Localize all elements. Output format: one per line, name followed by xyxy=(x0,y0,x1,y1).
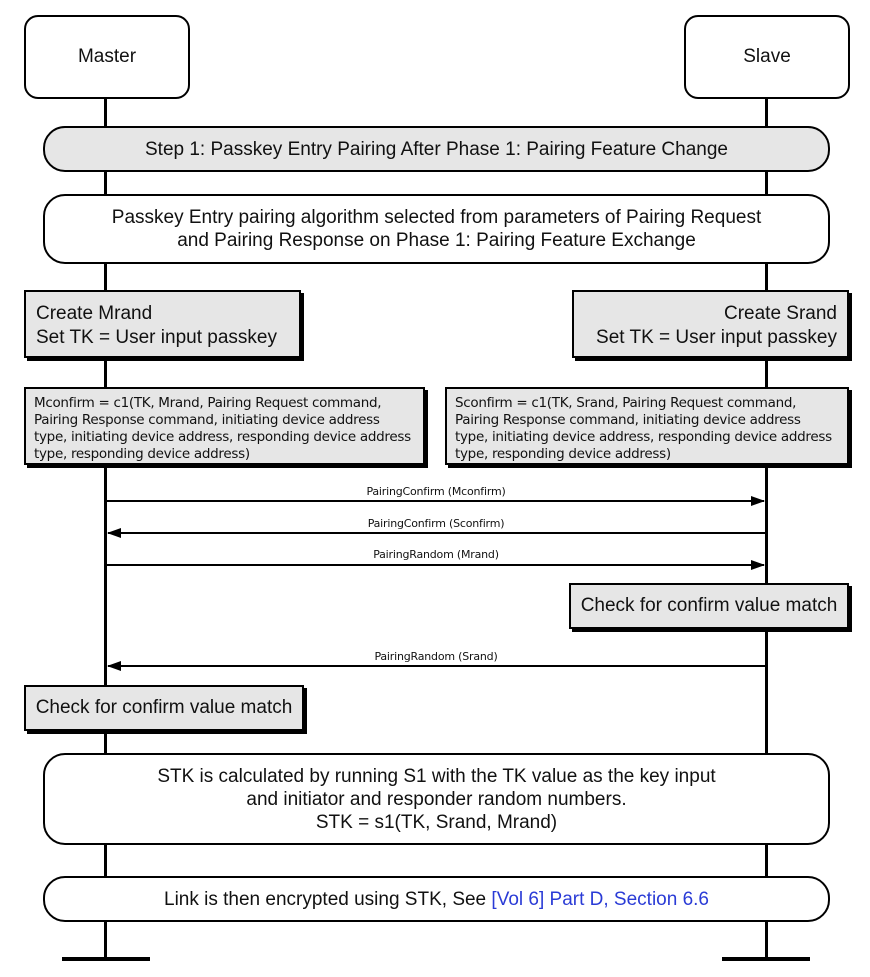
mconfirm-line3: type, initiating device address, respond… xyxy=(34,429,411,445)
step-band: Step 1: Passkey Entry Pairing After Phas… xyxy=(43,126,830,172)
sconfirm-box: Sconfirm = c1(TK, Srand, Pairing Request… xyxy=(445,387,849,465)
master-actor-box: Master xyxy=(24,15,190,99)
master-actor-label: Master xyxy=(77,46,137,67)
slave-actor-box: Slave xyxy=(684,15,850,99)
slave-check-text: Check for confirm value match xyxy=(580,595,838,616)
master-create-line2: Set TK = User input passkey xyxy=(36,327,277,348)
slave-create-line2: Set TK = User input passkey xyxy=(596,327,837,348)
link-band-text: Link is then encrypted using STK, See xyxy=(164,888,492,910)
message-label-mrand: PairingRandom (Mrand) xyxy=(373,548,499,561)
slave-lifeline-end xyxy=(722,957,810,961)
slave-create-line1: Create Srand xyxy=(723,303,837,324)
mconfirm-line2: Pairing Response command, initiating dev… xyxy=(34,412,380,428)
master-create-box: Create Mrand Set TK = User input passkey xyxy=(24,290,301,358)
slave-actor-label: Slave xyxy=(743,46,791,67)
sconfirm-line1: Sconfirm = c1(TK, Srand, Pairing Request… xyxy=(455,395,797,411)
sconfirm-line3: type, initiating device address, respond… xyxy=(455,429,832,445)
mconfirm-box: Mconfirm = c1(TK, Mrand, Pairing Request… xyxy=(24,387,425,465)
mconfirm-line4: type, responding device address) xyxy=(34,446,250,462)
stk-band-line3: STK = s1(TK, Srand, Mrand) xyxy=(315,811,558,833)
stk-band-line2: and initiator and responder random numbe… xyxy=(246,788,627,810)
link-band: Link is then encrypted using STK, See [V… xyxy=(43,876,830,922)
algorithm-band-line1: Passkey Entry pairing algorithm selected… xyxy=(111,207,762,228)
master-create-line1: Create Mrand xyxy=(36,303,153,324)
sconfirm-line4: type, responding device address) xyxy=(455,446,671,462)
algorithm-band: Passkey Entry pairing algorithm selected… xyxy=(43,194,830,264)
master-check-text: Check for confirm value match xyxy=(35,697,293,718)
algorithm-band-line2: and Pairing Response on Phase 1: Pairing… xyxy=(177,230,696,251)
mconfirm-line1: Mconfirm = c1(TK, Mrand, Pairing Request… xyxy=(34,395,382,411)
sconfirm-line2: Pairing Response command, initiating dev… xyxy=(455,412,801,428)
message-label-sconfirm: PairingConfirm (Sconfirm) xyxy=(367,517,505,530)
master-check-box: Check for confirm value match xyxy=(24,685,304,731)
slave-check-box: Check for confirm value match xyxy=(569,583,849,629)
master-lifeline xyxy=(104,98,107,958)
stk-band-line1: STK is calculated by running S1 with the… xyxy=(157,765,716,787)
slave-lifeline xyxy=(765,98,768,958)
slave-create-box: Create Srand Set TK = User input passkey xyxy=(572,290,849,358)
message-label-srand: PairingRandom (Srand) xyxy=(374,650,498,663)
step-band-text: Step 1: Passkey Entry Pairing After Phas… xyxy=(145,138,728,160)
spec-reference-link[interactable]: [Vol 6] Part D, Section 6.6 xyxy=(491,888,709,910)
master-lifeline-end xyxy=(62,957,150,961)
message-label-mconfirm: PairingConfirm (Mconfirm) xyxy=(366,485,506,498)
stk-band: STK is calculated by running S1 with the… xyxy=(43,753,830,845)
